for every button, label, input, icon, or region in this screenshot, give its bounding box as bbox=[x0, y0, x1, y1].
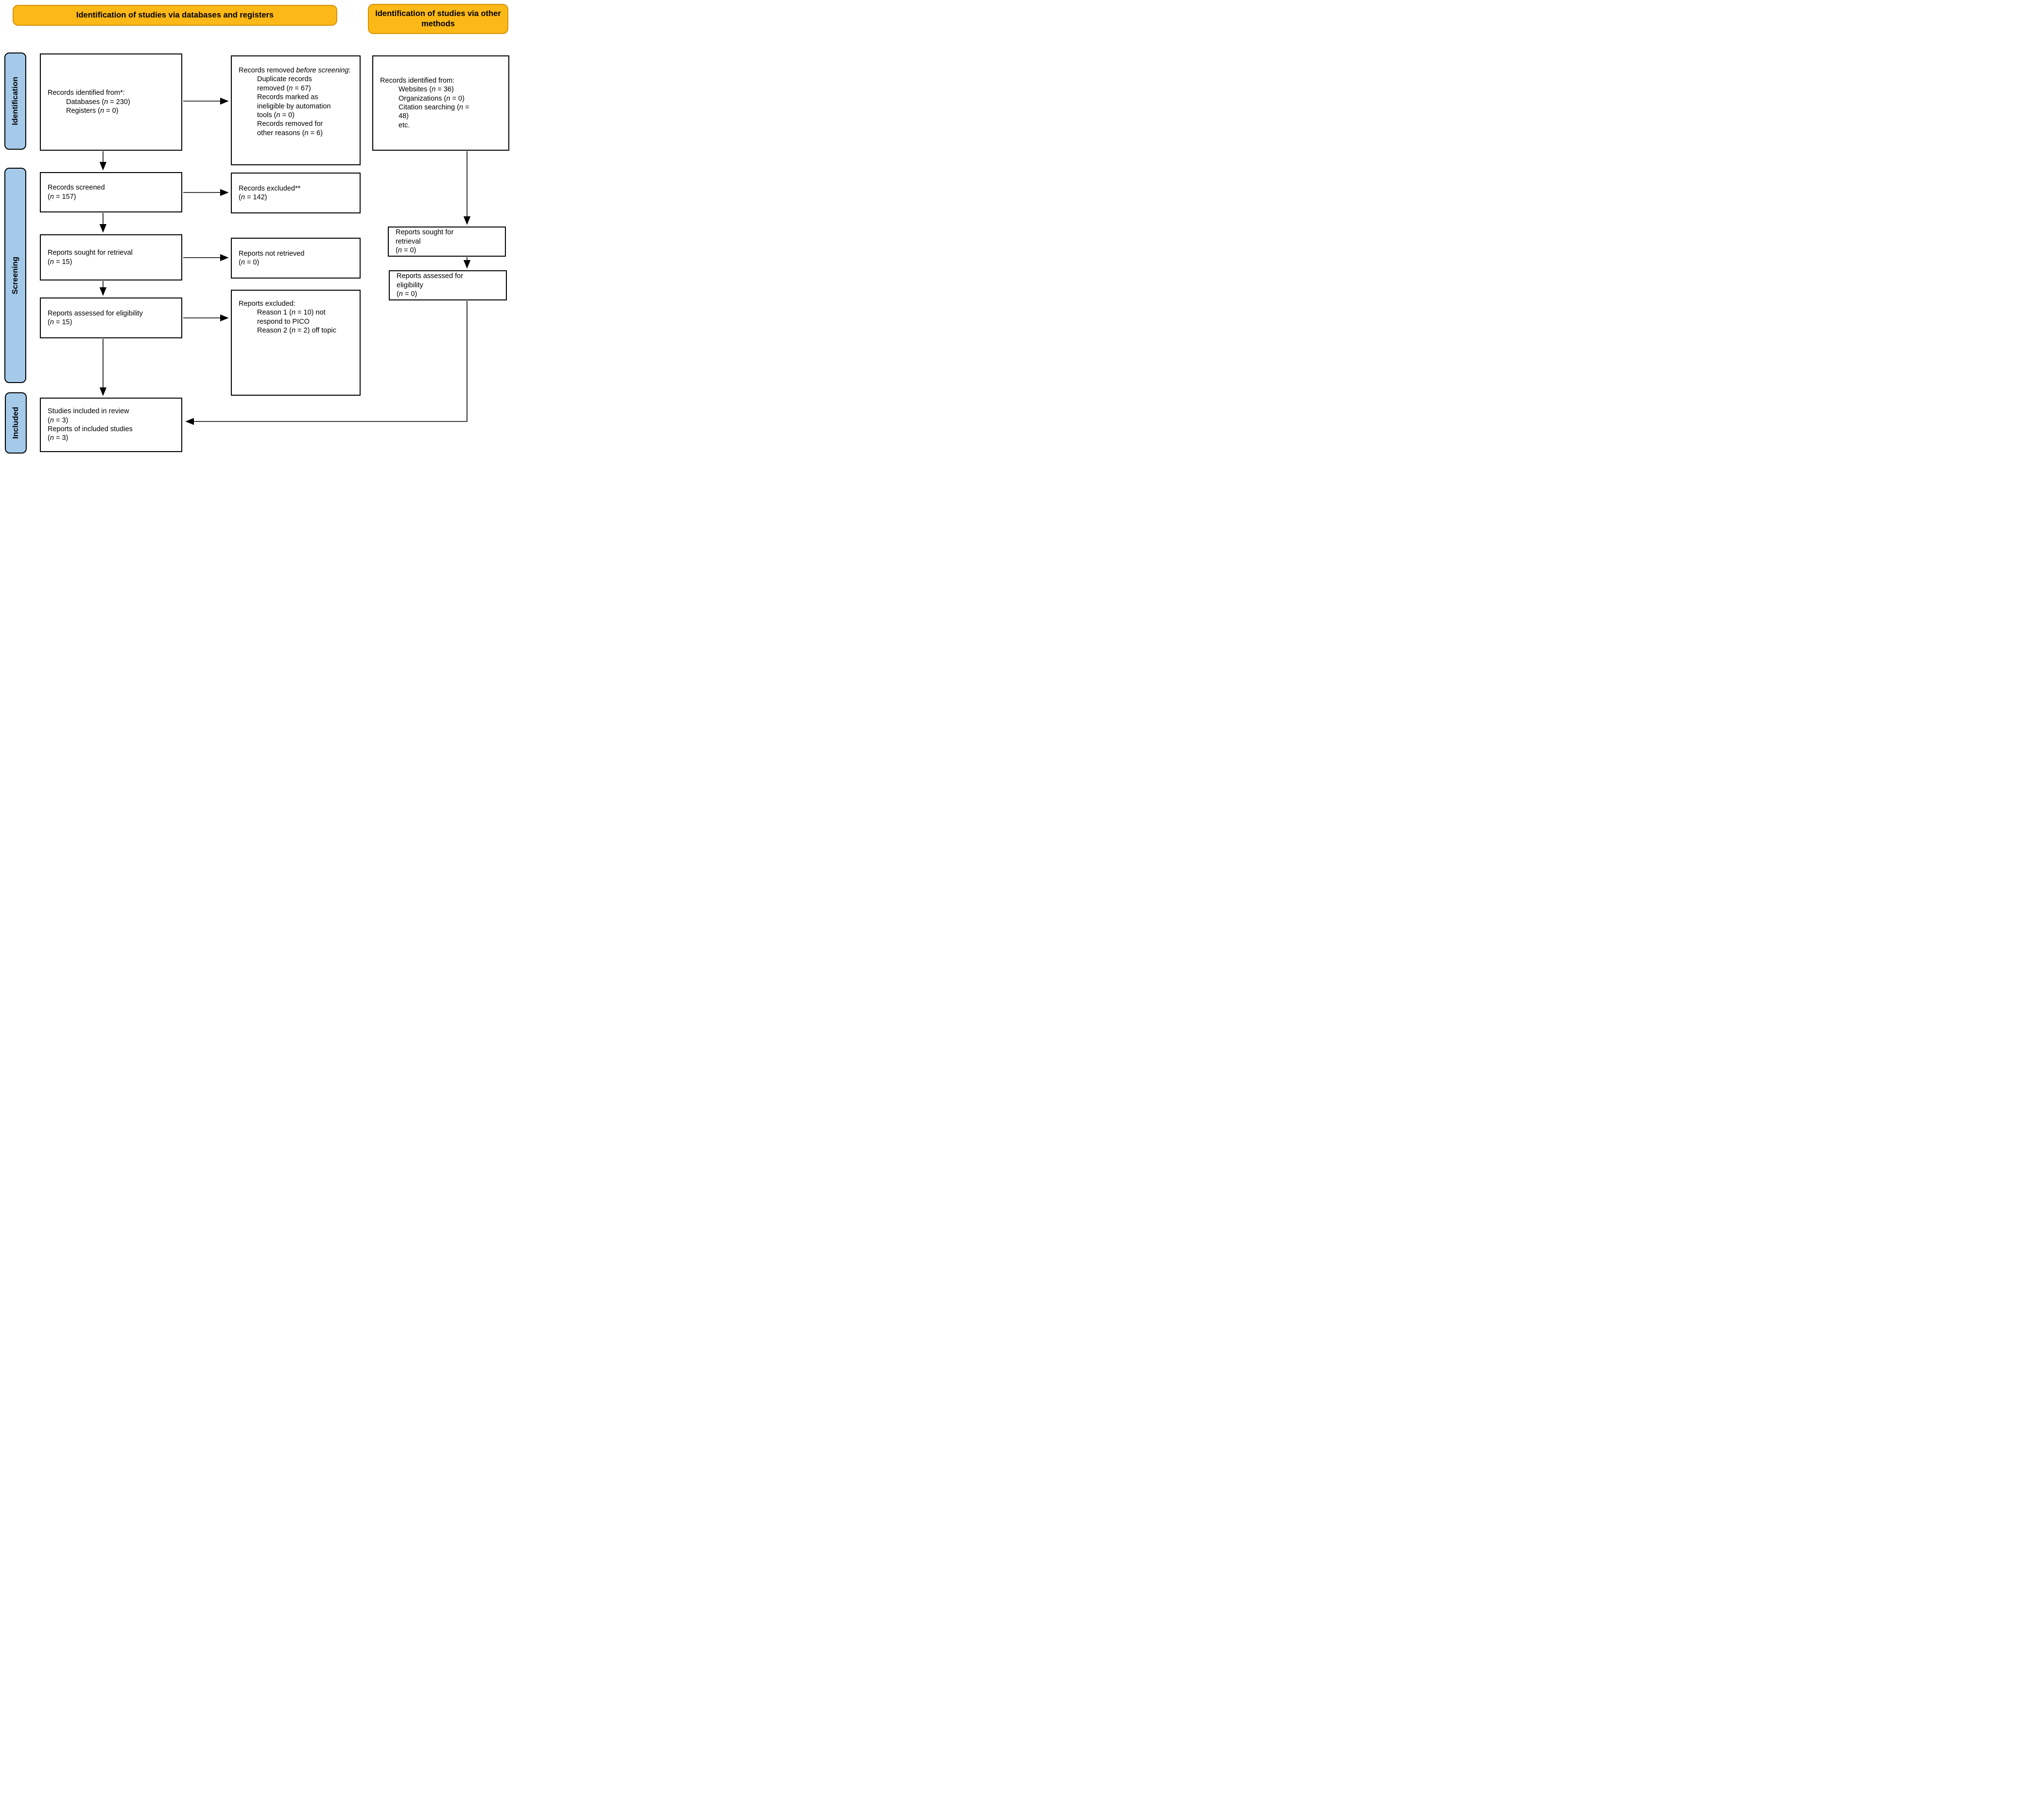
box-line: (n = 142) bbox=[239, 193, 267, 201]
box-line: tools (n = 0) bbox=[257, 111, 294, 120]
box-line: Records screened bbox=[48, 184, 105, 192]
box-line: Records marked as bbox=[257, 93, 318, 102]
banner-databases-label: Identification of studies via databases … bbox=[76, 11, 274, 20]
box-line: etc. bbox=[398, 121, 410, 129]
stage-screening-text: Screening bbox=[11, 256, 19, 295]
box-line: Reason 2 (n = 2) off topic bbox=[257, 327, 336, 335]
box-line: Reports assessed for eligibility bbox=[48, 309, 143, 317]
records-identified-db-title: Records identified from*: bbox=[48, 89, 125, 97]
banner-other-methods: Identification of studies via other meth… bbox=[368, 4, 508, 34]
box-line: (n = 157) bbox=[48, 192, 76, 201]
records-removed-title: Records removed before screening: bbox=[239, 66, 355, 75]
box-line: eligibility bbox=[397, 281, 423, 289]
databases-count: Databases (n = 230) bbox=[66, 98, 130, 106]
banner-other-methods-label: Identification of studies via other meth… bbox=[375, 9, 501, 28]
box-line: Records excluded** bbox=[239, 184, 301, 192]
box-line: Websites (n = 36) bbox=[398, 86, 454, 94]
registers-count: Registers (n = 0) bbox=[66, 107, 119, 115]
records-removed-title-italic: before screening bbox=[296, 67, 349, 74]
records-identified-other-title: Records identified from: bbox=[380, 76, 455, 85]
box-line: Reason 1 (n = 10) not bbox=[257, 309, 326, 317]
box-line: Citation searching (n = bbox=[398, 104, 469, 111]
box-reports-not-retrieved: Reports not retrieved (n = 0) bbox=[231, 238, 361, 279]
stage-label-included: Included bbox=[5, 392, 27, 454]
box-line: retrieval bbox=[396, 237, 421, 245]
stage-identification-text: Identification bbox=[11, 77, 19, 125]
box-line: other reasons (n = 6) bbox=[257, 129, 323, 137]
box-line: Records removed for bbox=[257, 120, 323, 128]
box-line: (n = 15) bbox=[48, 318, 72, 326]
box-line: Studies included in review bbox=[48, 407, 129, 416]
box-line: Reports sought for bbox=[396, 228, 454, 237]
box-line: removed (n = 67) bbox=[257, 84, 311, 92]
box-line: Reports of included studies bbox=[48, 425, 133, 433]
stage-included-text: Included bbox=[11, 407, 20, 439]
box-records-identified-databases: Records identified from*: Databases (n =… bbox=[40, 53, 182, 151]
box-line: Reports assessed for bbox=[397, 272, 464, 280]
box-line: (n = 3) bbox=[48, 416, 69, 424]
box-records-identified-other: Records identified from: Websites (n = 3… bbox=[372, 55, 509, 151]
box-records-screened: Records screened (n = 157) bbox=[40, 172, 182, 212]
box-reports-sought-databases: Reports sought for retrieval (n = 15) bbox=[40, 234, 182, 280]
box-records-excluded: Records excluded** (n = 142) bbox=[231, 173, 361, 213]
box-line: (n = 0) bbox=[239, 259, 260, 266]
records-removed-title-suffix: : bbox=[348, 67, 351, 74]
box-line: respond to PICO bbox=[257, 317, 310, 326]
box-reports-sought-other: Reports sought for retrieval (n = 0) bbox=[388, 227, 506, 257]
box-line: (n = 0) bbox=[397, 290, 417, 298]
box-line: (n = 15) bbox=[48, 258, 72, 266]
box-reports-excluded-reasons: Reports excluded: Reason 1 (n = 10) not … bbox=[231, 290, 361, 396]
box-records-removed-before-screening: Records removed before screening: Duplic… bbox=[231, 55, 361, 165]
box-line: 48) bbox=[398, 112, 409, 121]
box-line: (n = 3) bbox=[48, 434, 69, 442]
reports-excluded-title: Reports excluded: bbox=[239, 300, 295, 308]
box-line: Reports sought for retrieval bbox=[48, 249, 133, 257]
box-line: Organizations (n = 0) bbox=[398, 94, 465, 103]
box-reports-assessed-databases: Reports assessed for eligibility (n = 15… bbox=[40, 297, 182, 338]
box-line: ineligible by automation bbox=[257, 102, 331, 110]
prisma-flow-diagram: Identification of studies via databases … bbox=[0, 0, 511, 455]
box-line: Reports not retrieved bbox=[239, 249, 305, 258]
stage-label-identification: Identification bbox=[4, 52, 26, 150]
banner-databases-registers: Identification of studies via databases … bbox=[13, 5, 337, 26]
box-line: Duplicate records bbox=[257, 75, 312, 84]
box-reports-assessed-other: Reports assessed for eligibility (n = 0) bbox=[389, 270, 507, 300]
box-studies-included: Studies included in review (n = 3) Repor… bbox=[40, 398, 182, 452]
box-line: (n = 0) bbox=[396, 246, 416, 255]
records-removed-title-prefix: Records removed bbox=[239, 67, 296, 74]
stage-label-screening: Screening bbox=[4, 168, 26, 383]
